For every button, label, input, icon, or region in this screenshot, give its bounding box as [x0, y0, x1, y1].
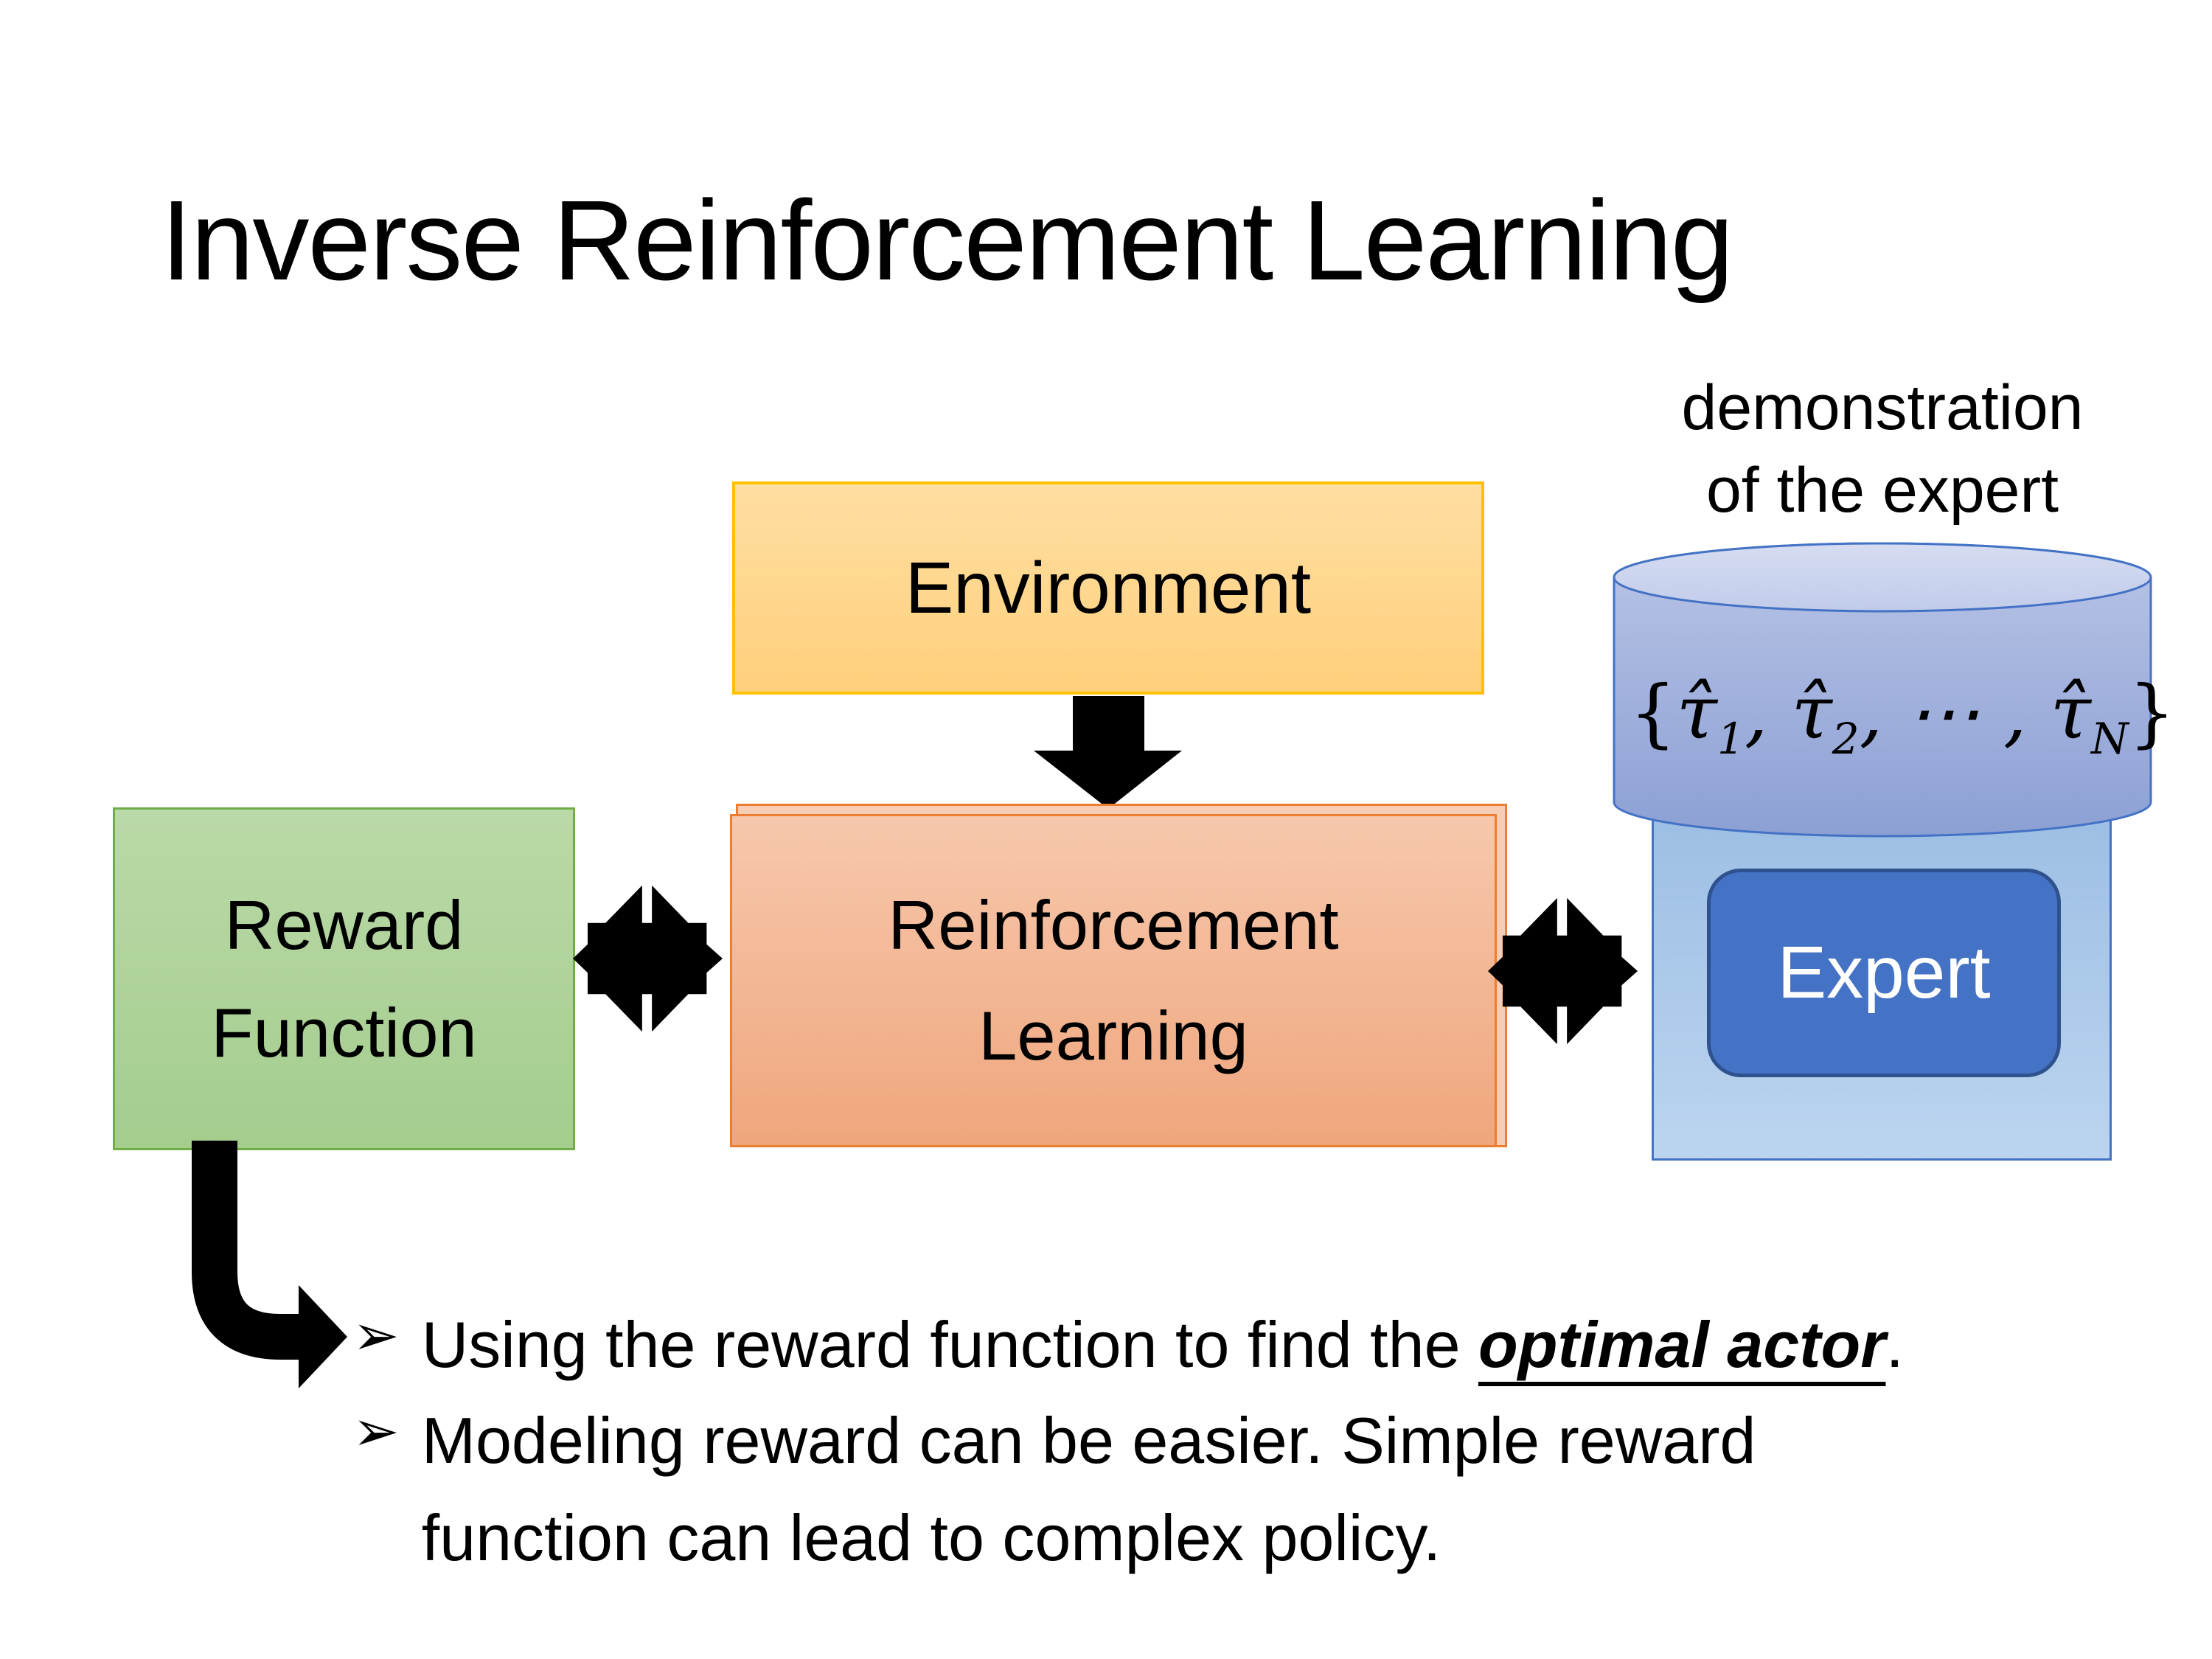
formula-tau-n: τ̂ — [2050, 669, 2091, 756]
bullet-2-line1: Modeling reward can be easier. Simple re… — [421, 1404, 1756, 1477]
trajectory-set-formula: {τ̂1, τ̂2, ⋯ , τ̂N} — [1630, 669, 2175, 760]
bullet-item-1: ➢ Using the reward function to find the … — [352, 1296, 1904, 1394]
bullet-arrow-icon: ➢ — [352, 1302, 400, 1368]
bullet-1-prefix: Using the reward function to find the — [421, 1308, 1478, 1381]
formula-close-brace: } — [2128, 669, 2176, 756]
formula-sub-n: N — [2090, 714, 2129, 764]
elbow-arrow-icon — [192, 1141, 347, 1388]
formula-tau-2: τ̂ — [1791, 669, 1832, 756]
demonstration-label-line2: of the expert — [1705, 454, 2059, 526]
environment-box: Environment — [732, 481, 1484, 695]
double-arrow-icon — [1488, 897, 1638, 1045]
bullet-item-2: ➢ Modeling reward can be easier. Simple … — [352, 1392, 1756, 1587]
bullet-2-line2: function can lead to complex policy. — [421, 1501, 1441, 1574]
expert-box: Expert — [1707, 869, 2061, 1077]
reward-function-label-line2: Function — [211, 993, 477, 1071]
formula-sub-1: 1 — [1717, 714, 1745, 764]
formula-tau-1: τ̂ — [1676, 669, 1717, 756]
formula-open-brace: { — [1630, 669, 1677, 756]
down-arrow-icon — [1034, 696, 1182, 809]
bullet-arrow-icon: ➢ — [352, 1398, 400, 1464]
formula-dots: , ⋯ , — [1859, 669, 2051, 756]
bullet-1-emphasis: optimal actor — [1478, 1308, 1886, 1381]
reward-function-label-line1: Reward — [224, 886, 464, 964]
bullet-1-suffix: . — [1885, 1308, 1904, 1381]
double-arrow-icon — [573, 885, 723, 1032]
bullet-1-text: Using the reward function to find the op… — [422, 1296, 1904, 1394]
environment-label: Environment — [905, 547, 1312, 628]
formula-comma: , — [1744, 669, 1792, 756]
database-cylinder-icon — [1613, 542, 2152, 838]
reinforcement-learning-box: Reinforcement Learning — [730, 814, 1497, 1147]
expert-label: Expert — [1777, 931, 1991, 1014]
demonstration-label: demonstration of the expert — [1624, 367, 2140, 532]
page-title: Inverse Reinforcement Learning — [161, 177, 1733, 304]
reward-function-box: Reward Function — [113, 807, 575, 1150]
formula-sub-2: 2 — [1832, 714, 1860, 764]
bullet-2-text: Modeling reward can be easier. Simple re… — [422, 1392, 1756, 1587]
demonstration-label-line1: demonstration — [1681, 372, 2084, 443]
reinforcement-learning-label-line2: Learning — [978, 997, 1248, 1074]
reinforcement-learning-label-line1: Reinforcement — [888, 886, 1339, 964]
